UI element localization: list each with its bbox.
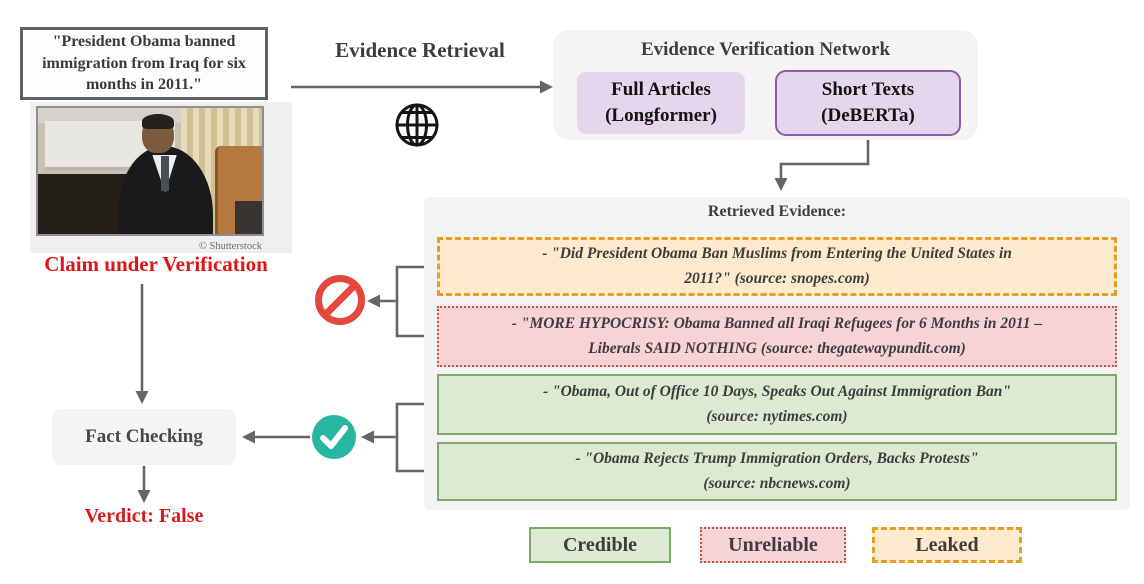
legend-leaked: Leaked xyxy=(872,527,1022,563)
legend-leaked-label: Leaked xyxy=(915,533,979,556)
photo-figure-hair xyxy=(142,113,174,129)
module-short-texts-label: Short Texts (DeBERTa) xyxy=(821,79,915,126)
fact-checking-label: Fact Checking xyxy=(85,426,203,447)
module-full-articles: Full Articles (Longformer) xyxy=(577,72,745,134)
globe-icon xyxy=(395,103,439,147)
legend-credible-label: Credible xyxy=(562,533,638,556)
legend-unreliable: Unreliable xyxy=(700,527,846,563)
evidence-item-leaked: - "Did President Obama Ban Muslims from … xyxy=(437,237,1117,296)
check-icon xyxy=(312,415,356,459)
claim-photo xyxy=(36,106,264,236)
fact-checking-box: Fact Checking xyxy=(52,409,236,465)
verdict-label: Verdict: False xyxy=(84,505,204,527)
claim-under-verification-label: Claim under Verification xyxy=(44,252,268,276)
retrieved-evidence-panel: Retrieved Evidence: - "Did President Oba… xyxy=(424,197,1130,510)
claim-photo-card: © Shutterstock xyxy=(30,102,292,253)
network-title: Evidence Verification Network xyxy=(640,39,891,60)
legend-unreliable-label: Unreliable xyxy=(728,533,818,556)
claim-quote: "President Obama banned immigration from… xyxy=(42,33,246,94)
photo-figure-tie xyxy=(161,155,170,192)
evidence-retrieval-label: Evidence Retrieval xyxy=(335,38,505,62)
evidence-item-credible: - "Obama Rejects Trump Immigration Order… xyxy=(437,442,1117,501)
module-short-texts: Short Texts (DeBERTa) xyxy=(775,70,961,136)
retrieved-evidence-title: Retrieved Evidence: xyxy=(707,203,847,220)
evidence-item-credible: - "Obama, Out of Office 10 Days, Speaks … xyxy=(437,374,1117,435)
evidence-item-unreliable: - "MORE HYPOCRISY: Obama Banned all Iraq… xyxy=(437,306,1117,367)
legend-credible: Credible xyxy=(529,527,671,563)
claim-text-box: "President Obama banned immigration from… xyxy=(20,27,268,100)
photo-radiator xyxy=(235,201,262,234)
prohibition-icon xyxy=(315,275,365,325)
evidence-verification-network-panel: Evidence Verification Network Full Artic… xyxy=(553,30,978,140)
evidence-item-text: - "Obama, Out of Office 10 Days, Speaks … xyxy=(542,383,1012,425)
evidence-item-text: - "MORE HYPOCRISY: Obama Banned all Iraq… xyxy=(511,315,1043,357)
evidence-item-text: - "Obama Rejects Trump Immigration Order… xyxy=(575,450,979,492)
module-full-articles-label: Full Articles (Longformer) xyxy=(605,79,717,126)
photo-credit: © Shutterstock xyxy=(198,241,262,252)
evidence-item-text: - "Did President Obama Ban Muslims from … xyxy=(542,245,1012,287)
arrow-network-to-evidence xyxy=(779,137,870,181)
